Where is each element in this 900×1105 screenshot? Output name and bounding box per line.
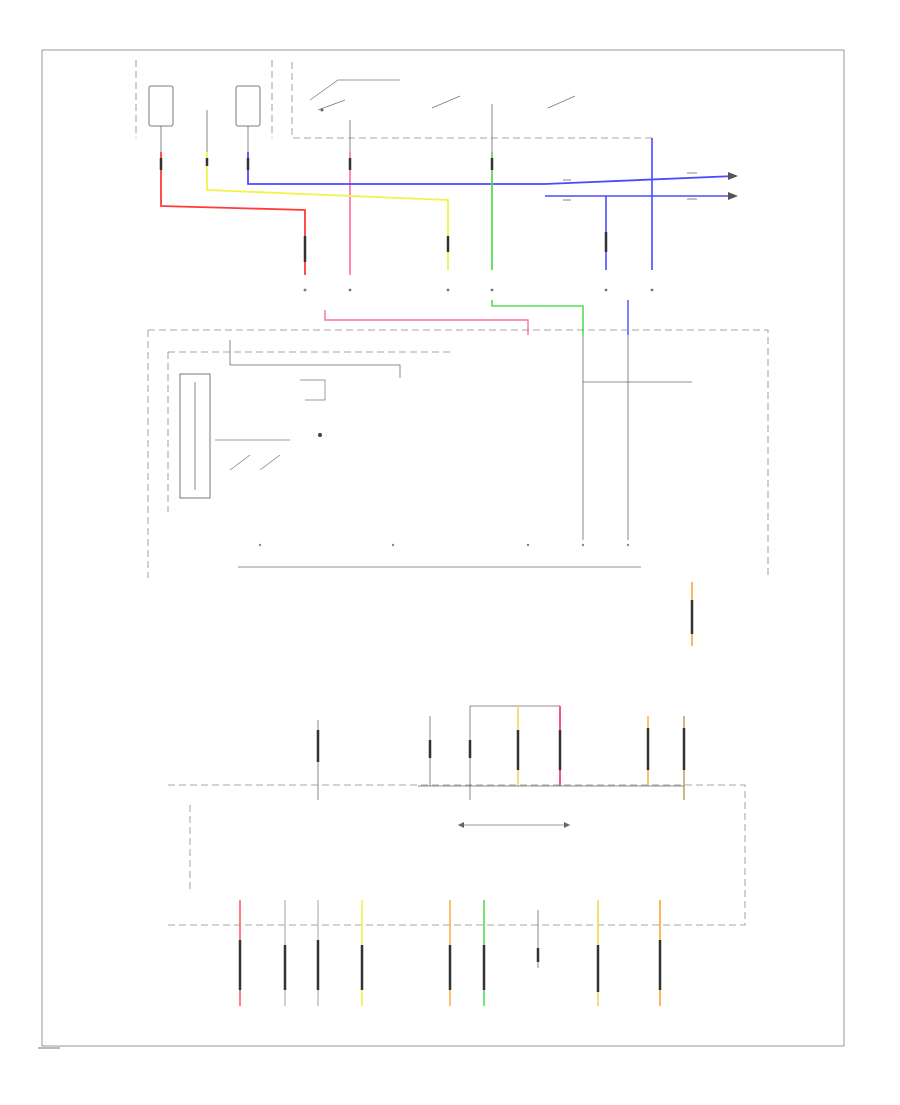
connector-pins-bottom xyxy=(238,940,662,992)
wire-red-left xyxy=(160,152,306,275)
connector-pins-lower-top xyxy=(316,728,686,770)
module1-pins xyxy=(258,543,630,547)
blue-connector-marks xyxy=(563,172,697,201)
wire-pink-to-module xyxy=(324,310,529,335)
module1-top-edge xyxy=(148,329,769,578)
wire-green-to-module xyxy=(491,300,584,335)
wire-yellow xyxy=(206,152,449,270)
fuse-switch-2 xyxy=(431,95,493,152)
internal-relay xyxy=(179,340,401,499)
fuse-switch-3 xyxy=(547,95,576,109)
relay-left xyxy=(148,85,174,152)
fuse-panel-outline xyxy=(291,62,655,139)
relay-right xyxy=(235,85,261,152)
bus-arrow-left xyxy=(458,822,464,828)
junction-labels-top xyxy=(303,288,654,292)
bus-arrow-right xyxy=(564,822,570,828)
module2-outline xyxy=(168,784,746,926)
connector-pins-top xyxy=(159,158,608,262)
arrow-right-2 xyxy=(728,192,738,200)
fuse-switch-1 xyxy=(309,79,400,152)
outer-frame xyxy=(41,49,845,1047)
arrow-right-1 xyxy=(728,172,738,180)
